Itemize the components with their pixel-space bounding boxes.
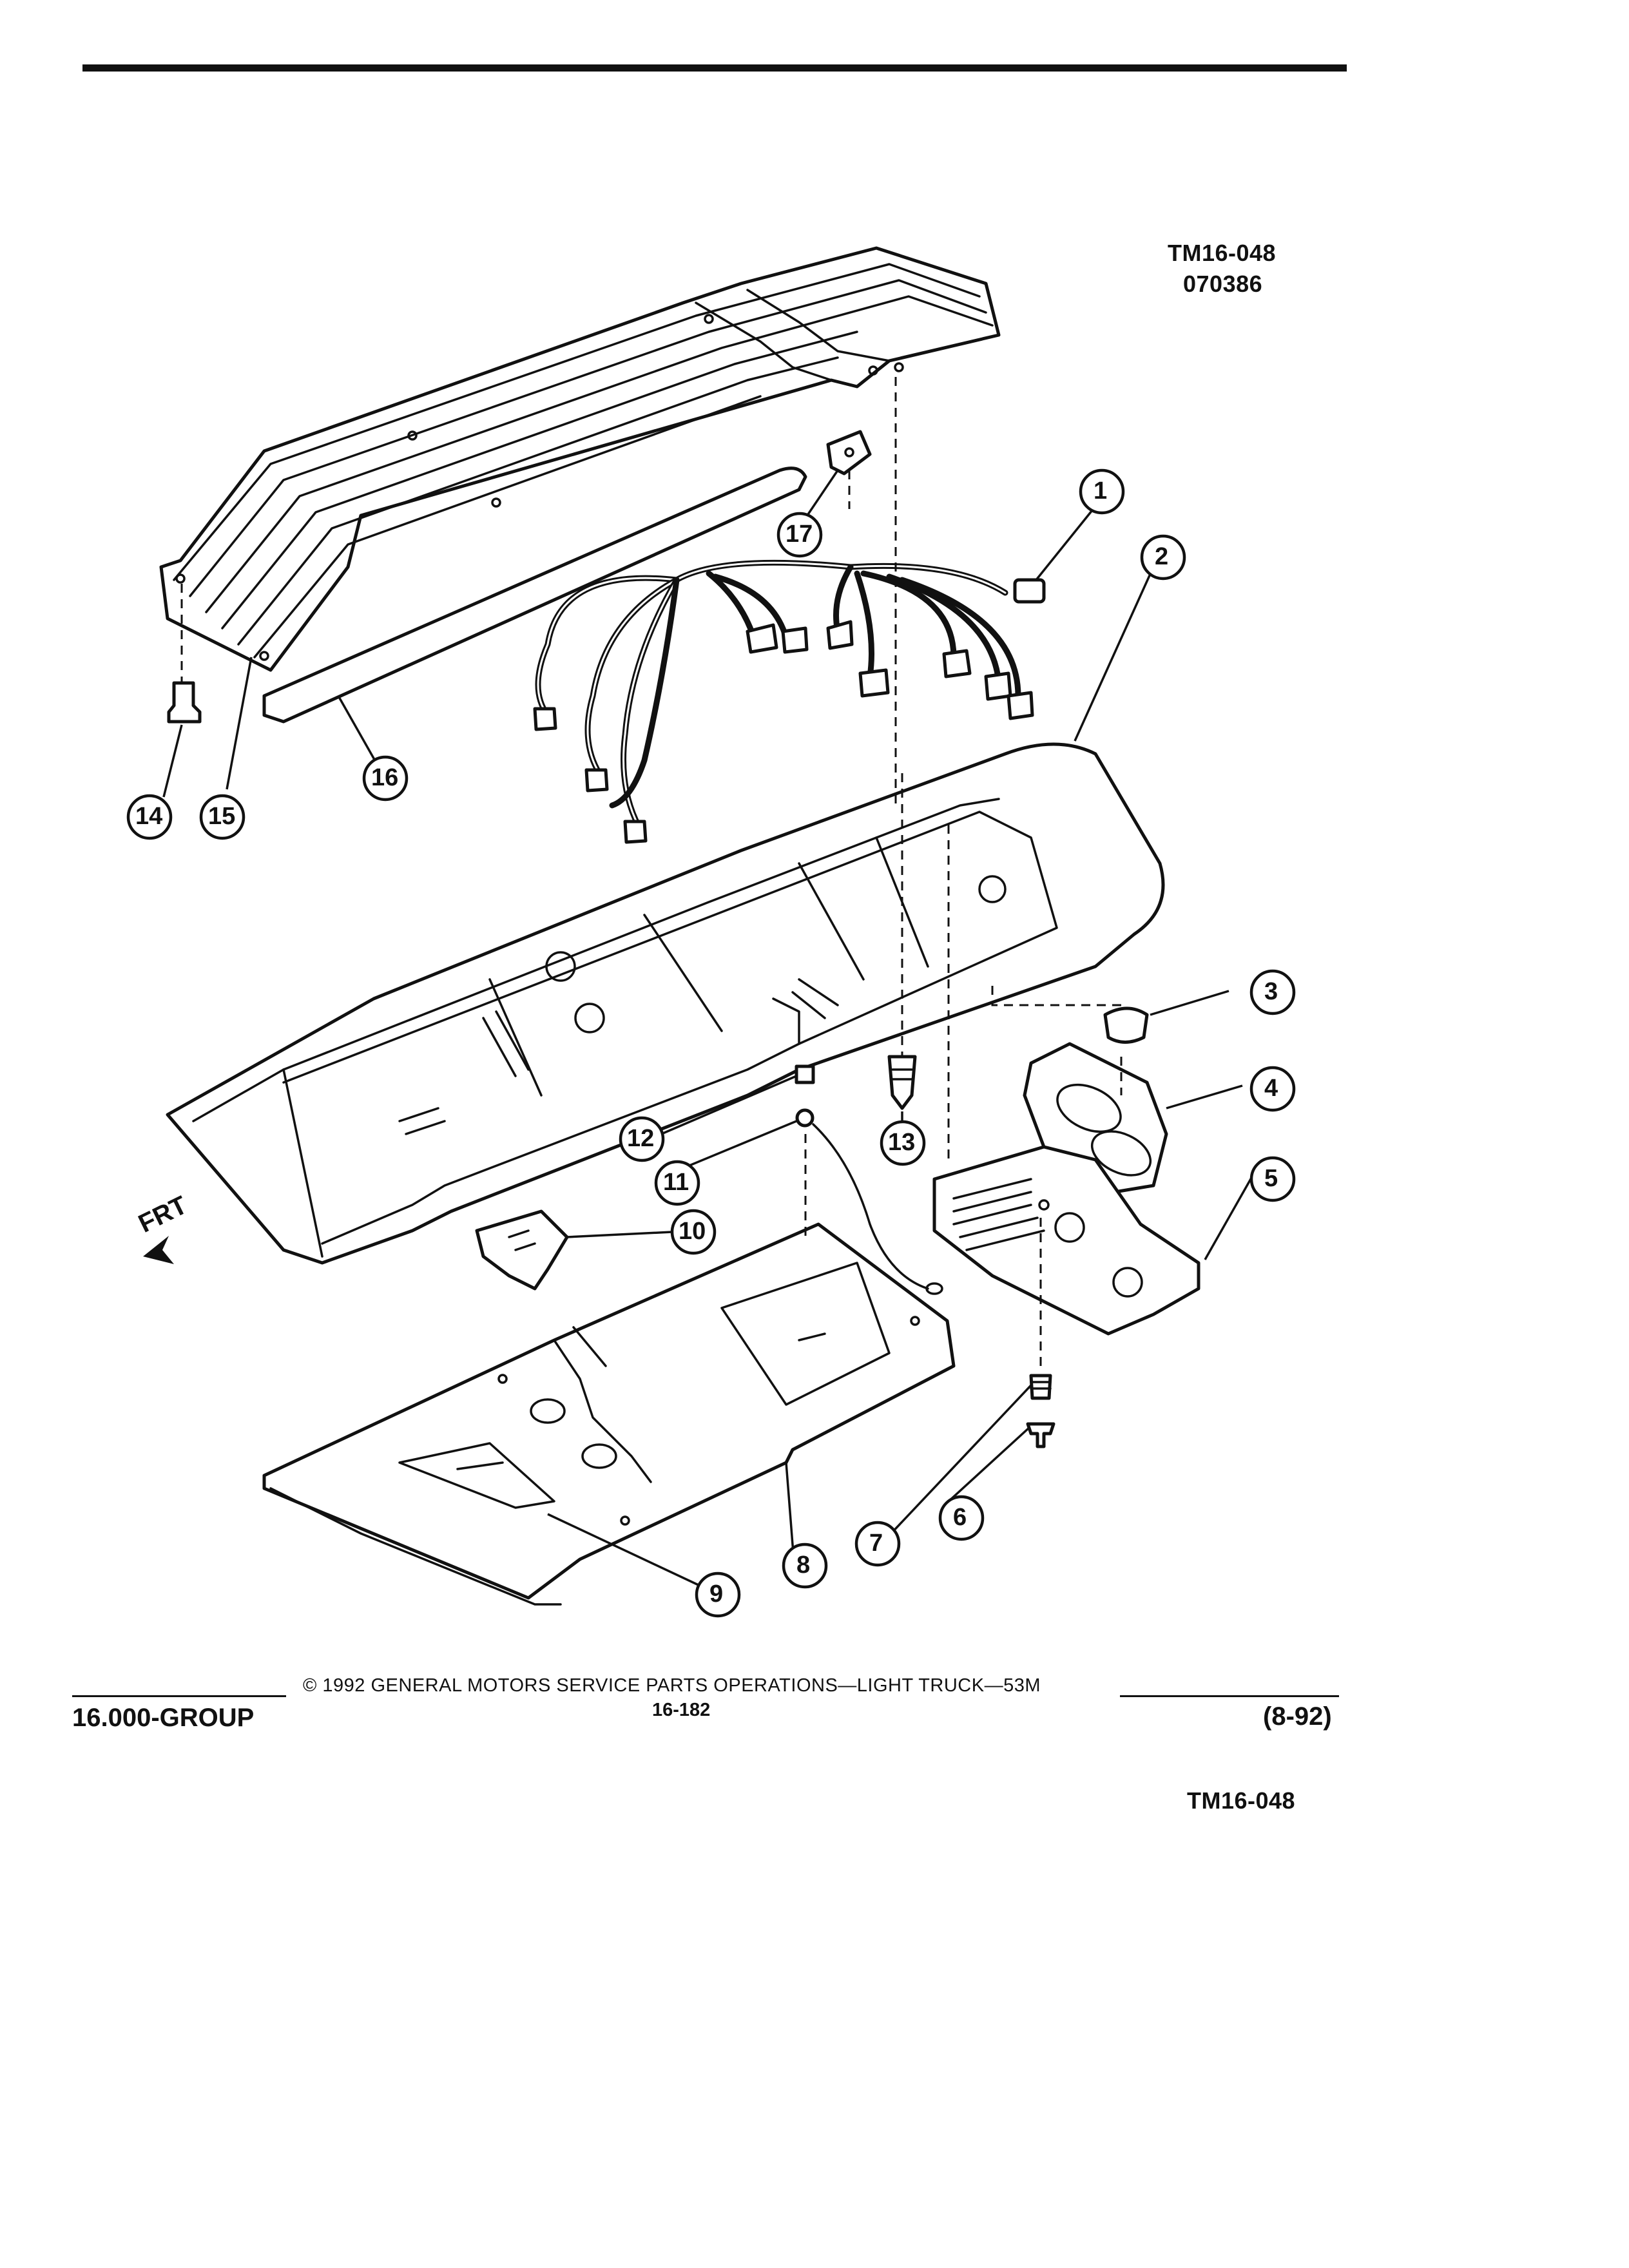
callout-11: 11 <box>663 1169 689 1196</box>
lower-console-panel <box>262 1222 956 1606</box>
ground-wire-fasteners <box>795 1064 943 1295</box>
callout-8: 8 <box>796 1552 811 1579</box>
wiring-harness <box>533 559 1046 844</box>
callout-16: 16 <box>371 764 399 791</box>
callout-1: 1 <box>1094 477 1108 505</box>
callout-10: 10 <box>679 1218 706 1245</box>
retainer-clip <box>826 430 872 476</box>
lamp-lens-cover <box>932 1145 1200 1336</box>
callout-17: 17 <box>786 521 813 548</box>
seal-strip <box>262 466 807 724</box>
footer-date-code: (8-92) <box>1263 1702 1332 1731</box>
footer-rule-right <box>1120 1695 1339 1697</box>
alignment-lines <box>180 377 1123 1372</box>
callout-15: 15 <box>208 803 236 830</box>
callout-12: 12 <box>627 1125 655 1152</box>
roof-rail-assembly <box>159 246 1001 672</box>
screw-and-nut <box>1026 1374 1055 1448</box>
figure-ref-top-line2: 070386 <box>1183 271 1263 297</box>
callout-7: 7 <box>869 1530 883 1557</box>
callout-6: 6 <box>953 1504 967 1531</box>
bezel-cap <box>1103 1006 1149 1044</box>
footer-copyright: © 1992 GENERAL MOTORS SERVICE PARTS OPER… <box>303 1675 1041 1696</box>
top-rule <box>82 64 1347 72</box>
callout-14: 14 <box>135 803 163 830</box>
switch-retainer <box>475 1209 569 1291</box>
callout-2: 2 <box>1155 543 1169 570</box>
callout-9: 9 <box>709 1581 724 1608</box>
overhead-console-housing <box>166 742 1165 1265</box>
callout-3: 3 <box>1264 978 1278 1005</box>
figure-ref-top-line1: TM16-048 <box>1168 240 1277 266</box>
footer-page-number: 16-182 <box>652 1700 711 1720</box>
callout-4: 4 <box>1264 1075 1278 1102</box>
figure-ref-bottom: TM16-048 <box>1187 1787 1296 1814</box>
callout-13: 13 <box>888 1129 916 1156</box>
front-arrow-icon <box>143 1236 174 1264</box>
callout-bubbles <box>126 468 1296 1618</box>
callout-5: 5 <box>1264 1165 1278 1192</box>
footer-rule-left <box>72 1695 286 1697</box>
console-screw <box>887 1055 917 1110</box>
footer-group: 16.000-GROUP <box>72 1704 255 1732</box>
mounting-bolt <box>167 681 202 724</box>
